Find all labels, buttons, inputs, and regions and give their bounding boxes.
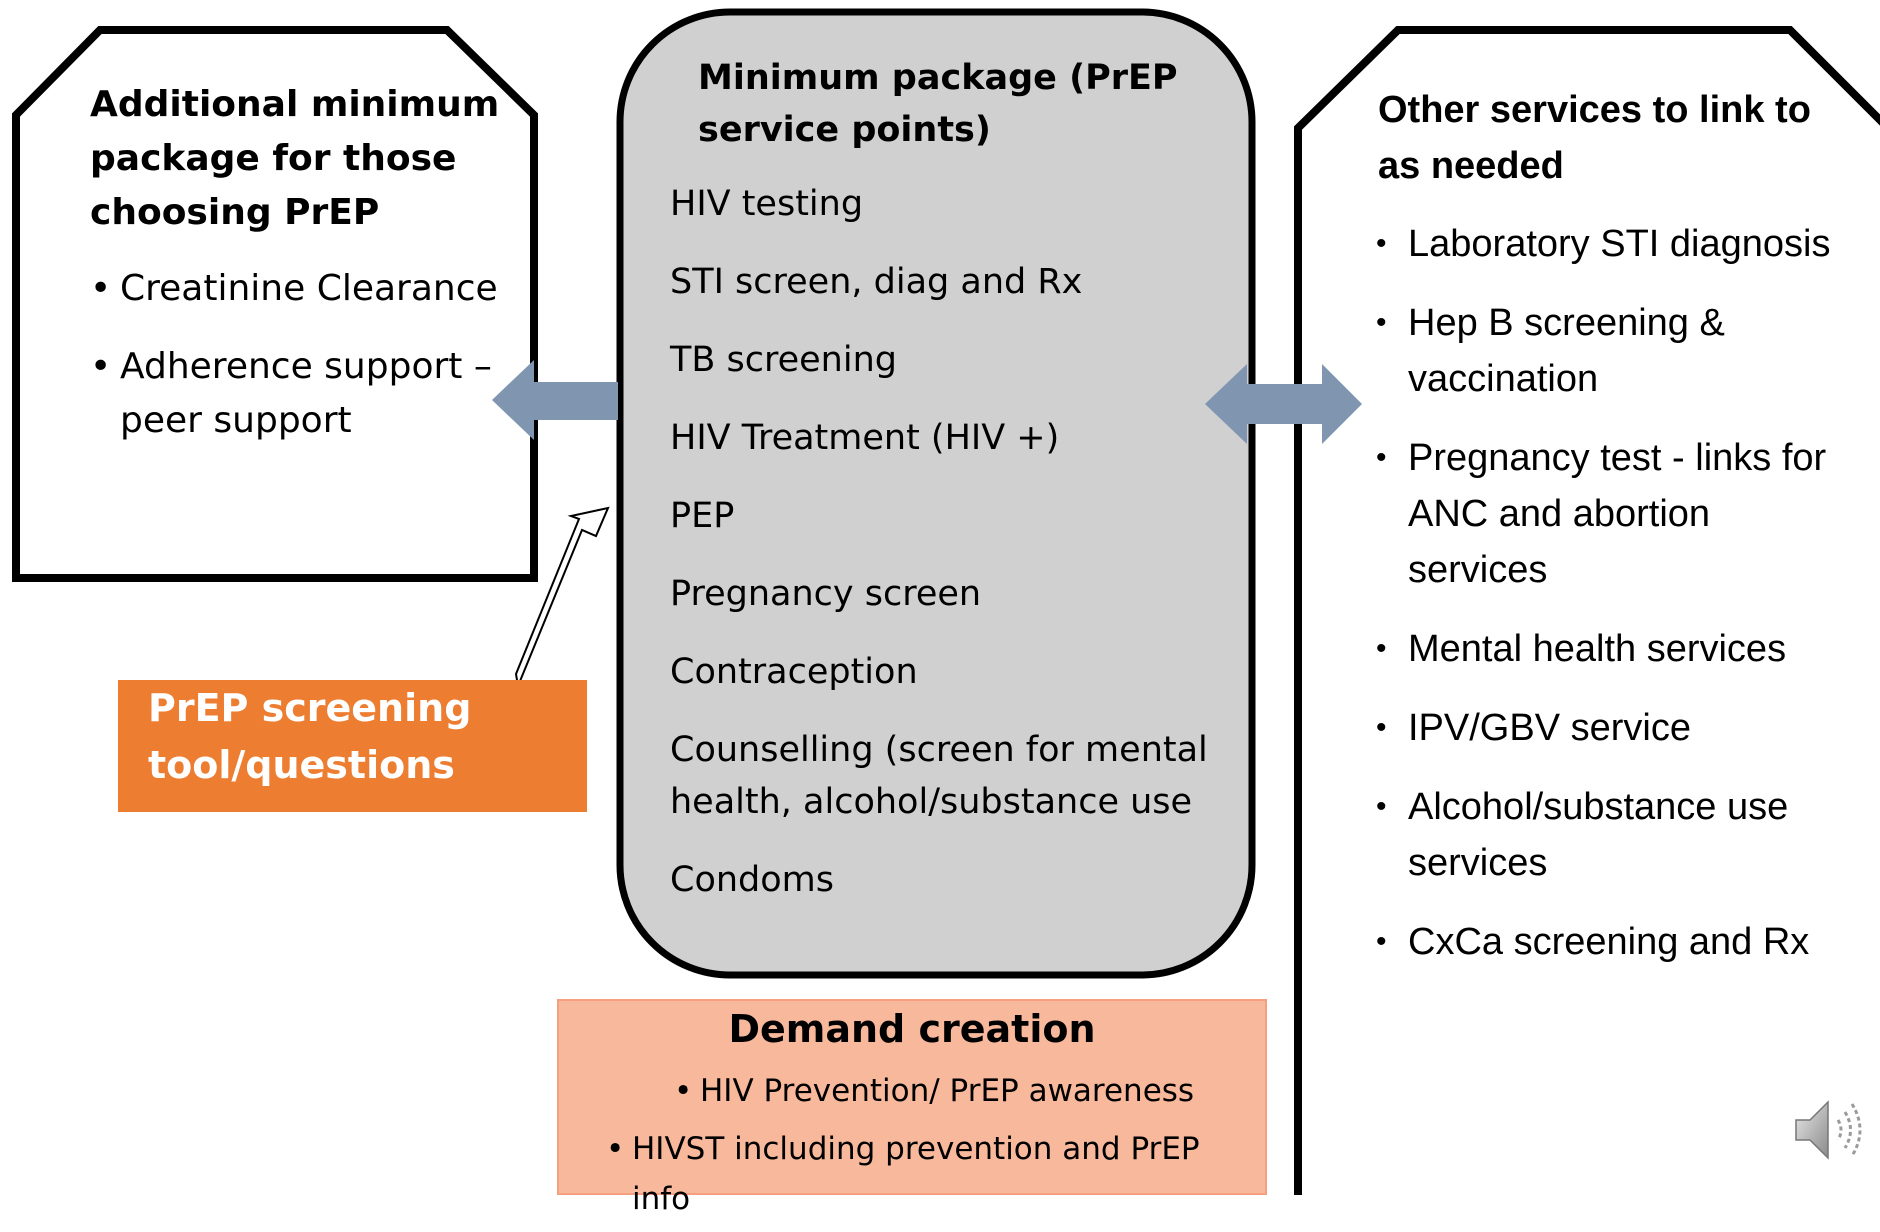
list-item: IPV/GBV service xyxy=(1376,700,1856,756)
list-item: Creatinine Clearance xyxy=(88,262,518,316)
screening-box-text: PrEP screening tool/questions xyxy=(148,686,472,787)
list-item: Pregnancy test - links for ANC and abort… xyxy=(1376,430,1856,598)
screening-box xyxy=(118,680,587,812)
list-item: STI screen, diag and Rx xyxy=(670,262,1083,302)
list-item: PEP xyxy=(670,496,735,536)
demand-creation-title: Demand creation xyxy=(728,1007,1096,1051)
center-box-frame xyxy=(616,8,1256,979)
center-box-title: Minimum package (PrEP service points) xyxy=(698,58,1178,150)
list-item: Pregnancy screen xyxy=(670,574,982,614)
list-item: Alcohol/substance use services xyxy=(1376,779,1856,891)
list-item: HIVST including prevention and PrEP info xyxy=(600,1124,1260,1224)
center-box-list: HIV testing STI screen, diag and Rx TB s… xyxy=(670,178,1230,932)
list-item: Laboratory STI diagnosis xyxy=(1376,216,1856,272)
hollow-arrow xyxy=(514,506,610,690)
list-item: Counselling (screen for mental health, a… xyxy=(670,730,1208,822)
list-item: Mental health services xyxy=(1376,621,1856,677)
list-item: CxCa screening and Rx xyxy=(1376,914,1856,970)
left-box-title: Additional minimum package for those cho… xyxy=(90,84,500,233)
double-arrow xyxy=(1205,364,1362,444)
right-box-frame xyxy=(1294,26,1880,1195)
right-box-title: Other services to link to as needed xyxy=(1378,89,1811,187)
list-item: Contraception xyxy=(670,652,918,692)
list-item: HIV Treatment (HIV +) xyxy=(670,418,1060,458)
speaker-volume-icon[interactable] xyxy=(1790,1090,1870,1170)
list-item: HIV testing xyxy=(670,184,864,224)
list-item: TB screening xyxy=(670,340,897,380)
arrow-left xyxy=(492,360,618,440)
list-item: Condoms xyxy=(670,860,834,900)
list-item: Hep B screening & vaccination xyxy=(1376,295,1856,407)
left-box-list: Creatinine Clearance Adherence support –… xyxy=(88,262,518,472)
list-item: HIV Prevention/ PrEP awareness xyxy=(668,1066,1260,1116)
list-item: Adherence support – peer support xyxy=(88,340,518,448)
demand-creation-list: HIV Prevention/ PrEP awareness HIVST inc… xyxy=(600,1066,1260,1232)
right-box-list: Laboratory STI diagnosis Hep B screening… xyxy=(1376,216,1856,993)
